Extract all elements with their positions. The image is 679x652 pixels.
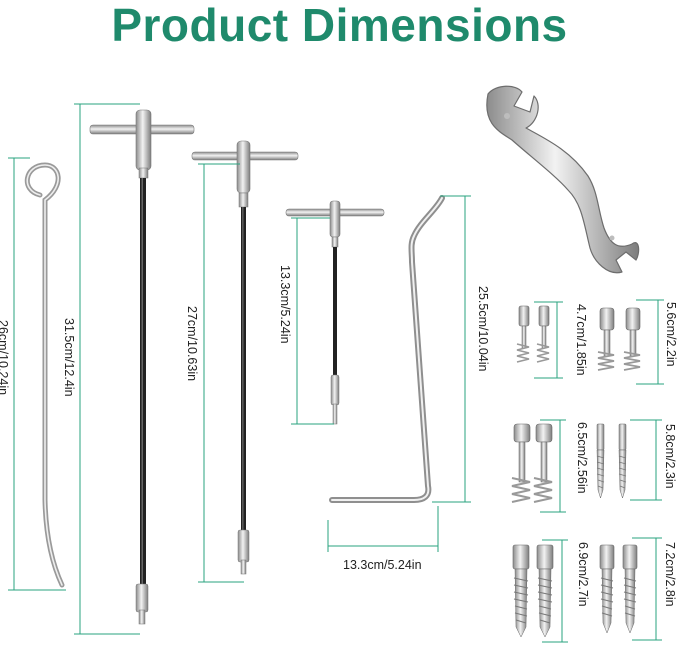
hook-dimension-label: 26cm/10.24in <box>0 320 10 396</box>
large-screw-a-dimension-line <box>542 539 568 643</box>
small-screw-pair-a <box>516 305 550 363</box>
bent-rod-tool <box>329 195 445 503</box>
large-screw-pair-a <box>512 544 554 638</box>
small-screw-a-dimension-line <box>534 301 563 379</box>
large-screw-b-dimension-line <box>632 537 662 641</box>
medium-screw-a-dimension-line <box>540 419 566 513</box>
large-screw-pair-b <box>599 544 638 634</box>
medium-screw-b-dimension-line <box>630 419 662 501</box>
long-handle-dimension-line <box>74 103 140 635</box>
medium-screw-pair-b <box>596 423 627 499</box>
small-screw-pair-b <box>597 307 641 371</box>
hook-dimension-line <box>8 157 66 591</box>
medium-handle-dimension-label: 27cm/10.63in <box>185 306 199 382</box>
bent-rod-dimension-lines <box>327 195 471 552</box>
small-t-handle-tool <box>285 200 385 425</box>
page-title: Product Dimensions <box>111 0 568 51</box>
medium-t-handle-tool <box>191 140 299 575</box>
small-screw-b-label: 5.6cm/2.2in <box>664 302 678 367</box>
long-handle-dimension-label: 31.5cm/12.4in <box>62 318 76 397</box>
small-screw-a-label: 4.7cm/1.85in <box>574 304 588 376</box>
medium-screw-a-label: 6.5cm/2.56in <box>575 422 589 494</box>
medium-handle-dimension-line <box>198 163 244 583</box>
wrench-icon <box>486 85 640 274</box>
bent-rod-height-label: 25.5cm/10.04in <box>476 286 490 372</box>
large-screw-b-label: 7.2cm/2.8in <box>663 542 677 607</box>
small-screw-b-dimension-line <box>636 299 664 385</box>
small-handle-dimension-line <box>291 217 334 425</box>
medium-screw-b-label: 5.8cm/2.3in <box>663 424 677 489</box>
large-screw-a-label: 6.9cm/2.7in <box>576 542 590 607</box>
medium-screw-pair-a <box>511 423 553 503</box>
hook-tool <box>24 162 65 588</box>
long-t-handle-tool <box>89 109 195 625</box>
bent-rod-width-label: 13.3cm/5.24in <box>343 558 422 572</box>
small-handle-dimension-label: 13.3cm/5.24in <box>278 265 292 344</box>
